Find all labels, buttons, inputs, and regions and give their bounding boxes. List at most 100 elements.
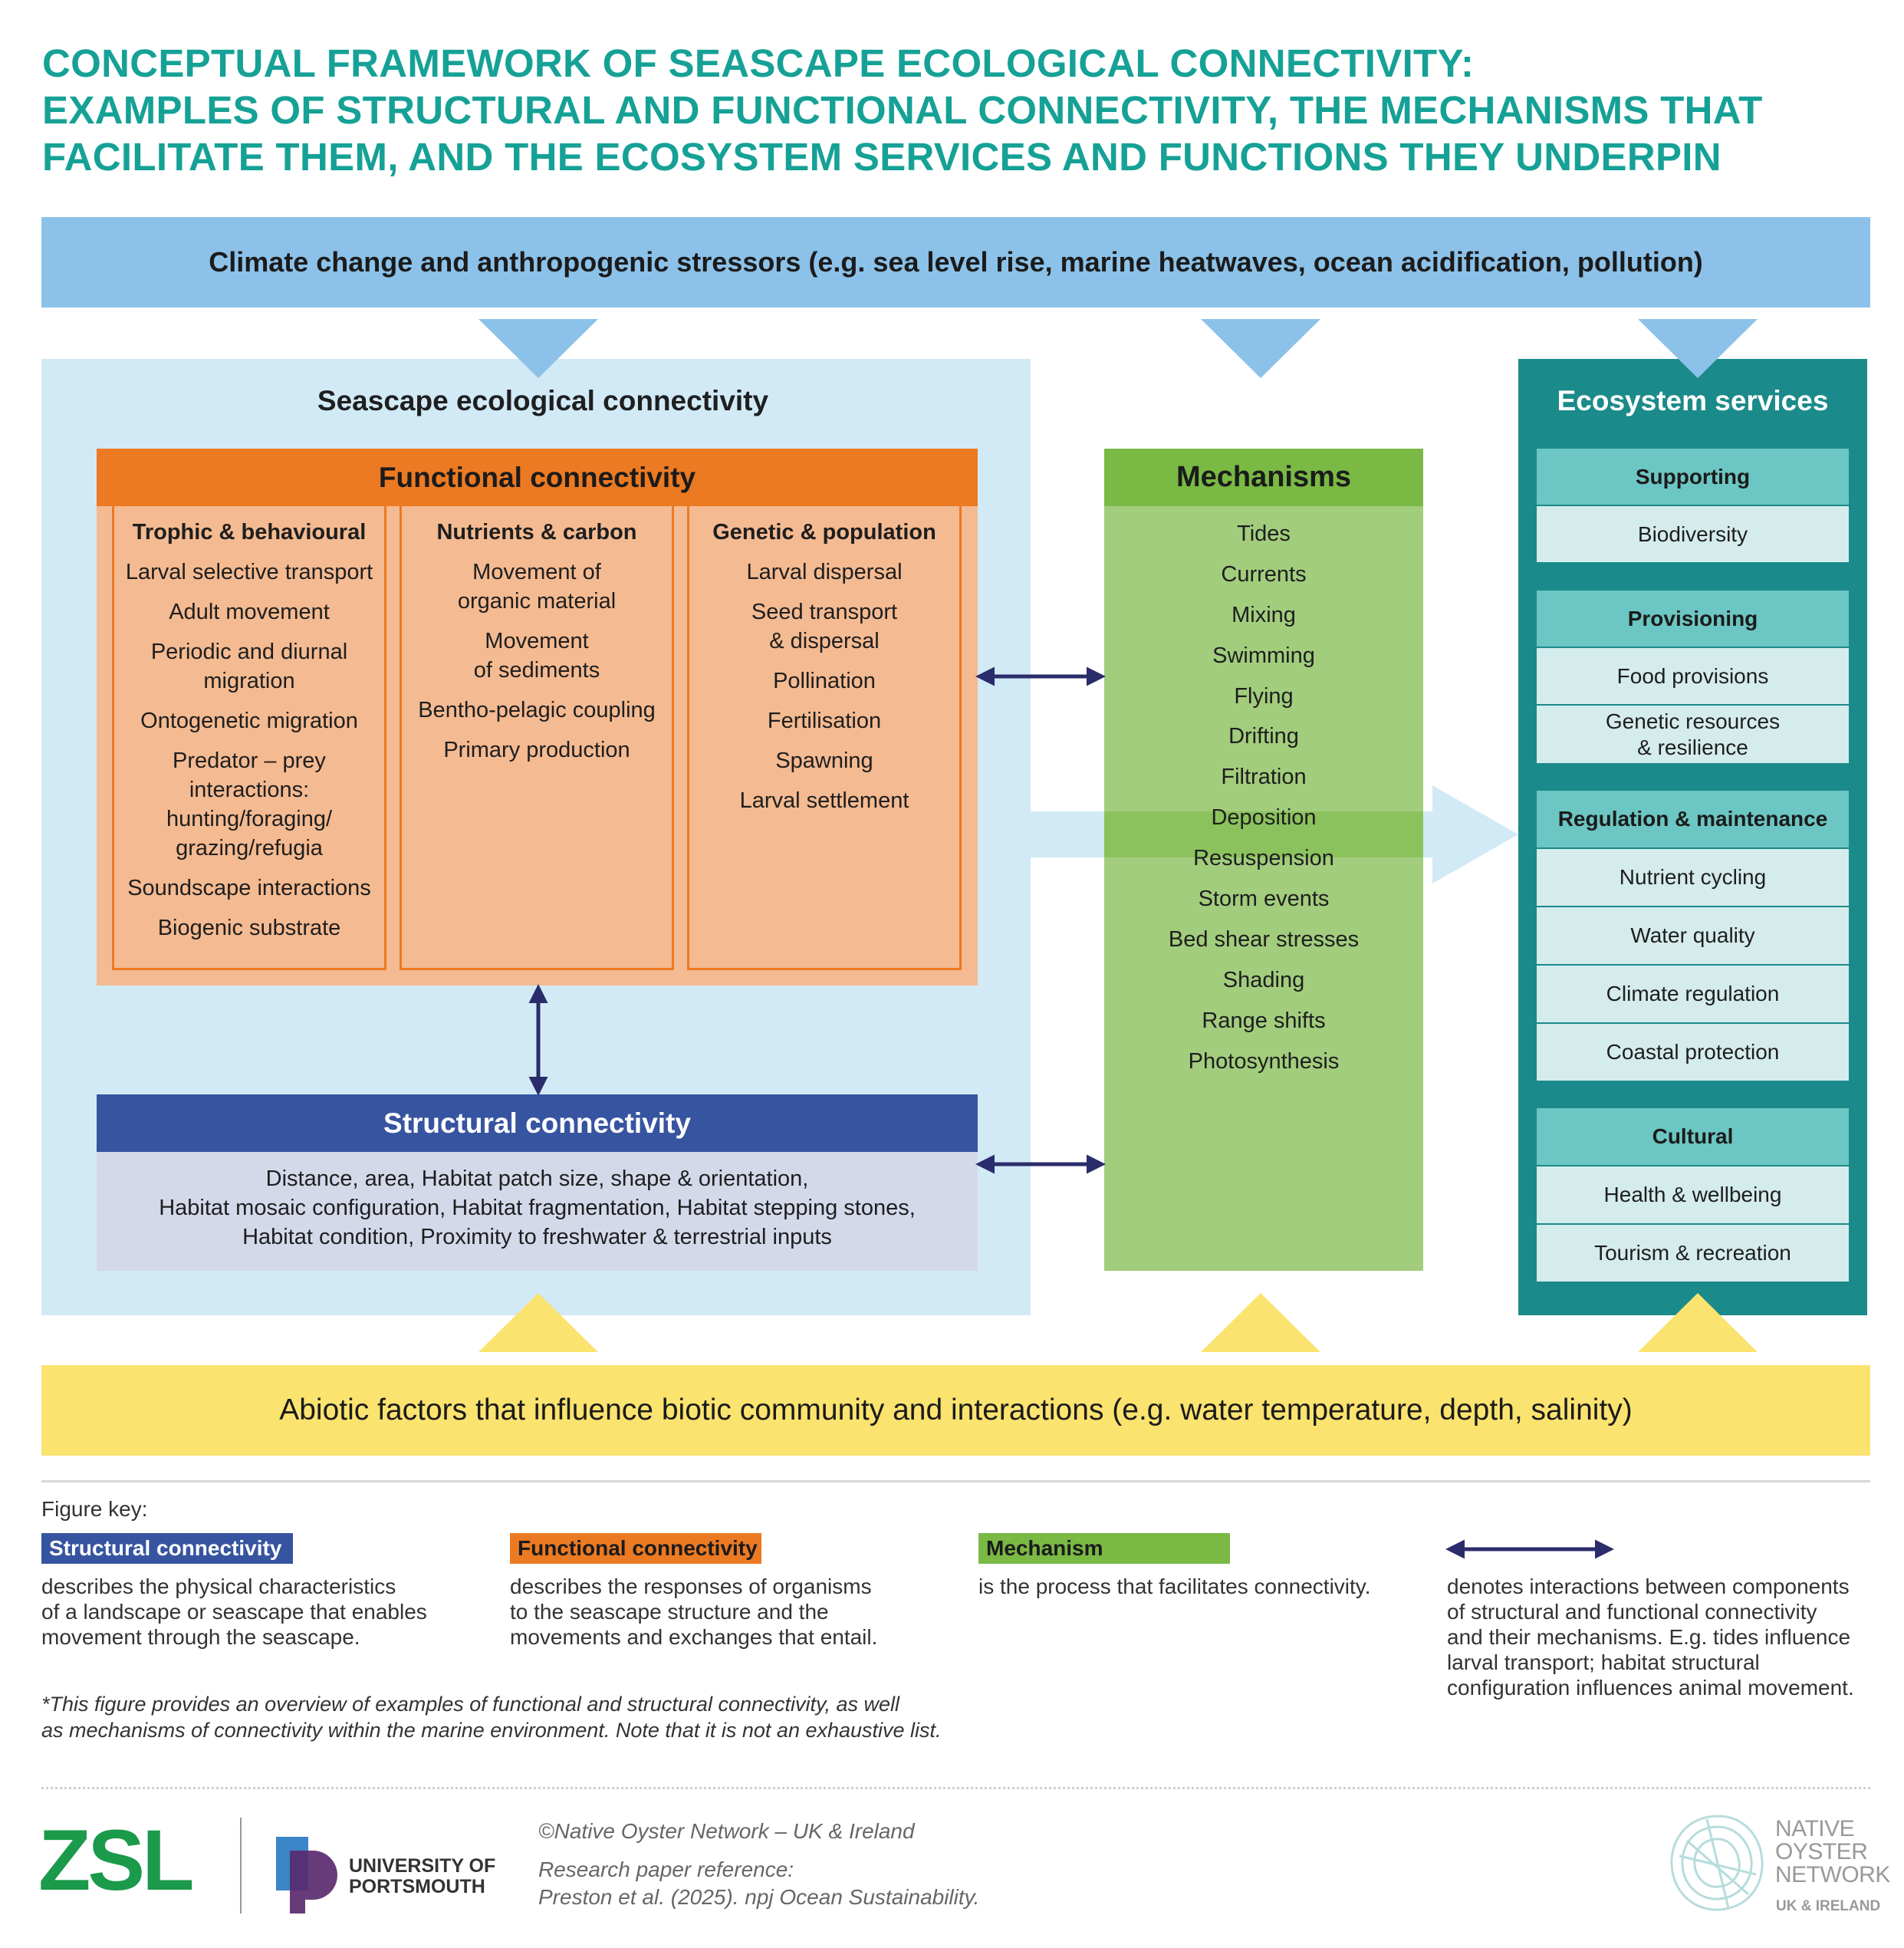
- list-item: Fertilisation: [767, 709, 882, 733]
- key-desc-structural: describes the physical characteristics o…: [41, 1575, 427, 1649]
- mechanism-item: Swimming: [1212, 643, 1315, 668]
- mechanisms-list: Tides Currents Mixing Swimming Flying Dr…: [1104, 518, 1423, 1086]
- functional-column-genetic: Genetic & population Larval dispersal Se…: [687, 506, 962, 970]
- seascape-connectivity-title: Seascape ecological connectivity: [317, 385, 769, 416]
- service-item: Tourism & recreation: [1537, 1225, 1849, 1282]
- list-item: Larval selective transport: [125, 560, 373, 584]
- climate-arrow-mechanisms: [1201, 319, 1320, 378]
- mechanism-item: Resuspension: [1193, 846, 1334, 871]
- service-item: Nutrient cycling: [1537, 849, 1849, 906]
- service-item: Food provisions: [1537, 648, 1849, 704]
- abiotic-arrow-services: [1638, 1293, 1758, 1352]
- service-item: Water quality: [1537, 907, 1849, 964]
- native-oyster-network-sub: UK & IRELAND: [1776, 1898, 1881, 1914]
- service-item: Genetic resources & resilience: [1537, 706, 1849, 763]
- title-line-2: EXAMPLES OF STRUCTURAL AND FUNCTIONAL CO…: [42, 88, 1763, 132]
- services-group-provisioning: Provisioning: [1537, 591, 1849, 647]
- university-portsmouth-wordmark: UNIVERSITY OF PORTSMOUTH: [349, 1856, 495, 1897]
- key-divider: [41, 1480, 1870, 1482]
- title-line-1: CONCEPTUAL FRAMEWORK OF SEASCAPE ECOLOGI…: [42, 41, 1475, 85]
- mechanism-item: Filtration: [1221, 765, 1307, 790]
- structural-line: Habitat mosaic configuration, Habitat fr…: [159, 1196, 916, 1220]
- structural-line: Distance, area, Habitat patch size, shap…: [265, 1166, 809, 1191]
- mechanism-item: Shading: [1222, 967, 1305, 992]
- list-item: Spawning: [775, 749, 873, 773]
- native-oyster-network-wordmark: NATIVE OYSTER NETWORK: [1775, 1818, 1890, 1887]
- climate-stressors-label: Climate change and anthropogenic stresso…: [209, 246, 1703, 278]
- oyster-shell-icon: [1670, 1815, 1764, 1911]
- list-item: Bentho-pelagic coupling: [418, 698, 656, 722]
- mechanism-item: Deposition: [1211, 805, 1317, 831]
- abiotic-factors-label: Abiotic factors that influence biotic co…: [279, 1394, 1633, 1426]
- mechanism-item: Bed shear stresses: [1168, 926, 1360, 952]
- key-desc-mechanism: is the process that facilitates connecti…: [978, 1575, 1371, 1598]
- list-item: Adult movement: [169, 600, 330, 624]
- title-line-3: FACILITATE THEM, AND THE ECOSYSTEM SERVI…: [42, 135, 1721, 179]
- column-title: Nutrients & carbon: [436, 520, 637, 545]
- climate-arrow-seascape: [478, 319, 598, 378]
- list-item: Pollination: [773, 669, 876, 693]
- non-line-3: NETWORK: [1775, 1862, 1890, 1887]
- functional-column-nutrients: Nutrients & carbon Movement of organic m…: [400, 506, 674, 970]
- non-line-2: OYSTER: [1775, 1839, 1868, 1864]
- climate-arrow-services: [1638, 319, 1758, 378]
- mechanism-item: Tides: [1237, 522, 1291, 546]
- uop-line-1: UNIVERSITY OF: [349, 1855, 496, 1877]
- list-item: Periodic and diurnal migration: [150, 640, 348, 693]
- list-item: Seed transport & dispersal: [751, 600, 898, 653]
- logo-divider: [240, 1818, 242, 1913]
- list-item: Ontogenetic migration: [140, 709, 358, 733]
- mechanisms-body: [1104, 506, 1423, 1271]
- service-item: Health & wellbeing: [1537, 1166, 1849, 1223]
- mechanism-item: Currents: [1221, 561, 1307, 587]
- list-item: Larval dispersal: [746, 560, 903, 584]
- list-item: Soundscape interactions: [127, 876, 371, 900]
- key-desc-arrow: denotes interactions between components …: [1447, 1575, 1854, 1700]
- reference-text: Preston et al. (2025). npj Ocean Sustain…: [538, 1885, 980, 1909]
- structural-connectivity-body: Distance, area, Habitat patch size, shap…: [97, 1152, 978, 1271]
- abiotic-factors-band: Abiotic factors that influence biotic co…: [41, 1365, 1870, 1456]
- mechanism-item: Range shifts: [1202, 1008, 1326, 1033]
- service-item: Coastal protection: [1537, 1024, 1849, 1081]
- climate-stressors-band: Climate change and anthropogenic stresso…: [41, 217, 1870, 308]
- university-portsmouth-logo-mark: [276, 1837, 337, 1913]
- column-title: Trophic & behavioural: [132, 520, 367, 545]
- abiotic-arrow-seascape: [478, 1293, 598, 1352]
- structural-line: Habitat condition, Proximity to freshwat…: [242, 1225, 832, 1249]
- key-swatch-mechanism: Mechanism: [978, 1533, 1230, 1564]
- column-title: Genetic & population: [712, 520, 936, 545]
- service-item: Climate regulation: [1537, 966, 1849, 1022]
- uop-line-2: PORTSMOUTH: [349, 1876, 485, 1897]
- functional-connectivity-header: Functional connectivity: [97, 449, 978, 506]
- page-title: CONCEPTUAL FRAMEWORK OF SEASCAPE ECOLOGI…: [42, 40, 1883, 180]
- seascape-to-services-arrow-overlay: [1104, 811, 1423, 857]
- abiotic-arrow-mechanisms: [1201, 1293, 1320, 1352]
- list-item: Primary production: [443, 738, 630, 762]
- list-item: Predator – prey interactions: hunting/fo…: [166, 749, 333, 860]
- mechanism-item: Storm events: [1198, 887, 1330, 912]
- list-item: Movement of sediments: [473, 629, 600, 683]
- footnote: *This figure provides an overview of exa…: [41, 1693, 942, 1742]
- copyright-text: ©Native Oyster Network – UK & Ireland: [538, 1819, 915, 1843]
- functional-connectivity-body: [97, 506, 978, 986]
- key-desc-functional: describes the responses of organisms to …: [510, 1575, 878, 1649]
- services-group-supporting: Supporting: [1537, 449, 1849, 505]
- mechanism-item: Photosynthesis: [1188, 1048, 1340, 1074]
- services-group-regulation: Regulation & maintenance: [1537, 791, 1849, 847]
- mechanism-item: Drifting: [1228, 724, 1299, 749]
- mechanism-item: Flying: [1234, 683, 1294, 709]
- key-swatch-functional: Functional connectivity: [510, 1533, 761, 1564]
- zsl-logo: ZSL: [38, 1824, 195, 1900]
- functional-column-trophic: Trophic & behavioural Larval selective t…: [112, 506, 386, 970]
- mechanism-item: Mixing: [1232, 602, 1296, 627]
- structural-connectivity-header: Structural connectivity: [97, 1094, 978, 1152]
- footer-divider: [41, 1787, 1870, 1789]
- reference-label: Research paper reference:: [538, 1858, 794, 1881]
- mechanisms-header: Mechanisms: [1104, 449, 1423, 506]
- zsl-logo-text: ZSL: [38, 1824, 192, 1900]
- list-item: Movement of organic material: [457, 560, 617, 614]
- service-item: Biodiversity: [1537, 506, 1849, 562]
- list-item: Biogenic substrate: [157, 916, 341, 940]
